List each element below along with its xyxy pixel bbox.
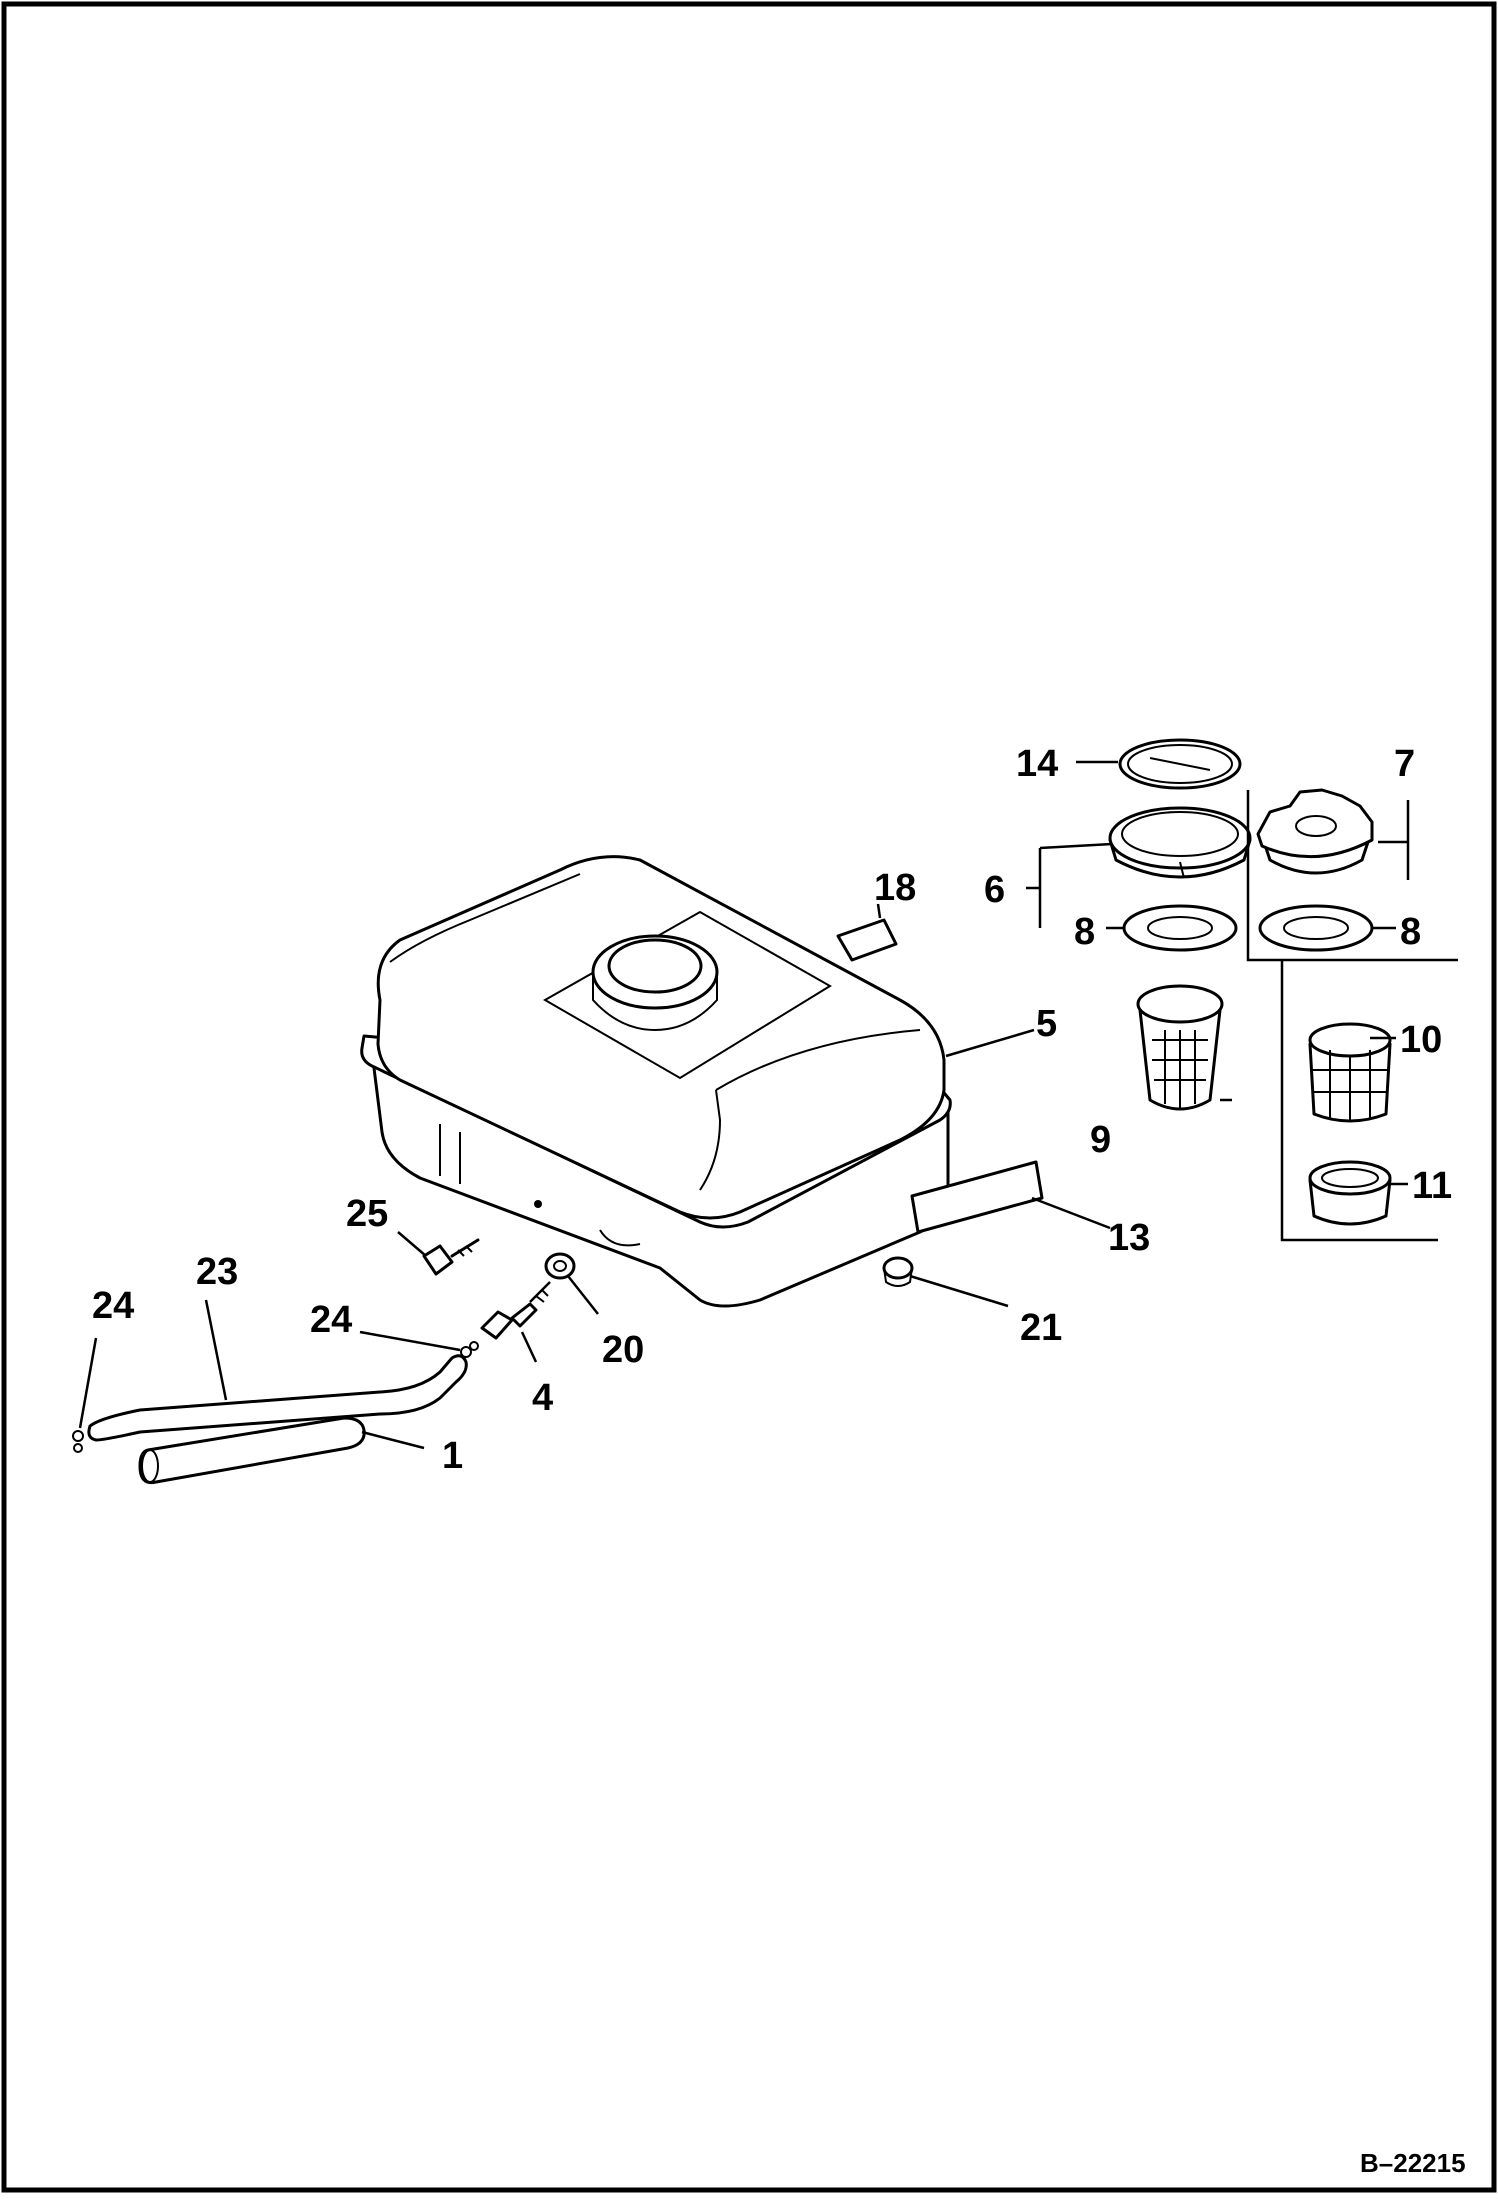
callout-9: 9 bbox=[1090, 1119, 1111, 1161]
callout-14: 14 bbox=[1016, 743, 1058, 785]
callout-8-left: 8 bbox=[1074, 911, 1095, 953]
cap-14-part bbox=[1118, 738, 1242, 790]
callout-24-right: 24 bbox=[310, 1299, 352, 1341]
hose-23-part bbox=[87, 1354, 468, 1442]
callout-10: 10 bbox=[1400, 1019, 1442, 1061]
callout-6: 6 bbox=[984, 869, 1005, 911]
strainer-9-part bbox=[1136, 984, 1224, 1111]
callout-21: 21 bbox=[1020, 1307, 1062, 1349]
callout-8-right: 8 bbox=[1400, 911, 1421, 953]
callout-7: 7 bbox=[1394, 743, 1415, 785]
callout-5: 5 bbox=[1036, 1003, 1057, 1045]
strainer-10-part bbox=[1308, 1022, 1392, 1123]
cap-7-part bbox=[1256, 788, 1374, 875]
decal-13-part bbox=[910, 1160, 1044, 1234]
group-bracket bbox=[1026, 790, 1458, 1242]
document-id: B–22215 bbox=[1360, 2148, 1466, 2178]
clamp-24a-part bbox=[72, 1430, 84, 1453]
callout-25: 25 bbox=[346, 1193, 388, 1235]
callout-24-left: 24 bbox=[92, 1285, 134, 1327]
drain-plug-21-part bbox=[882, 1256, 914, 1287]
retainer-11-part bbox=[1308, 1160, 1392, 1226]
decal-18-part bbox=[836, 918, 898, 962]
callout-13: 13 bbox=[1108, 1217, 1150, 1259]
washer-20-part bbox=[544, 1252, 576, 1280]
gasket-8a-part bbox=[1122, 904, 1238, 952]
leader-lines bbox=[78, 760, 1408, 1450]
gasket-8b-part bbox=[1258, 904, 1374, 952]
hose-1-part bbox=[138, 1416, 366, 1485]
callout-11: 11 bbox=[1412, 1165, 1452, 1207]
clamp-24b-part bbox=[460, 1341, 479, 1358]
callout-18: 18 bbox=[874, 867, 916, 909]
callout-4: 4 bbox=[532, 1377, 553, 1419]
callout-20: 20 bbox=[602, 1329, 644, 1371]
callout-1: 1 bbox=[442, 1435, 463, 1477]
bolt-25-part bbox=[422, 1238, 480, 1276]
fuel-tank-part bbox=[360, 855, 952, 1308]
callout-23: 23 bbox=[196, 1251, 238, 1293]
fuel-valve-4-part bbox=[480, 1281, 551, 1340]
cap-6-part bbox=[1108, 806, 1252, 879]
